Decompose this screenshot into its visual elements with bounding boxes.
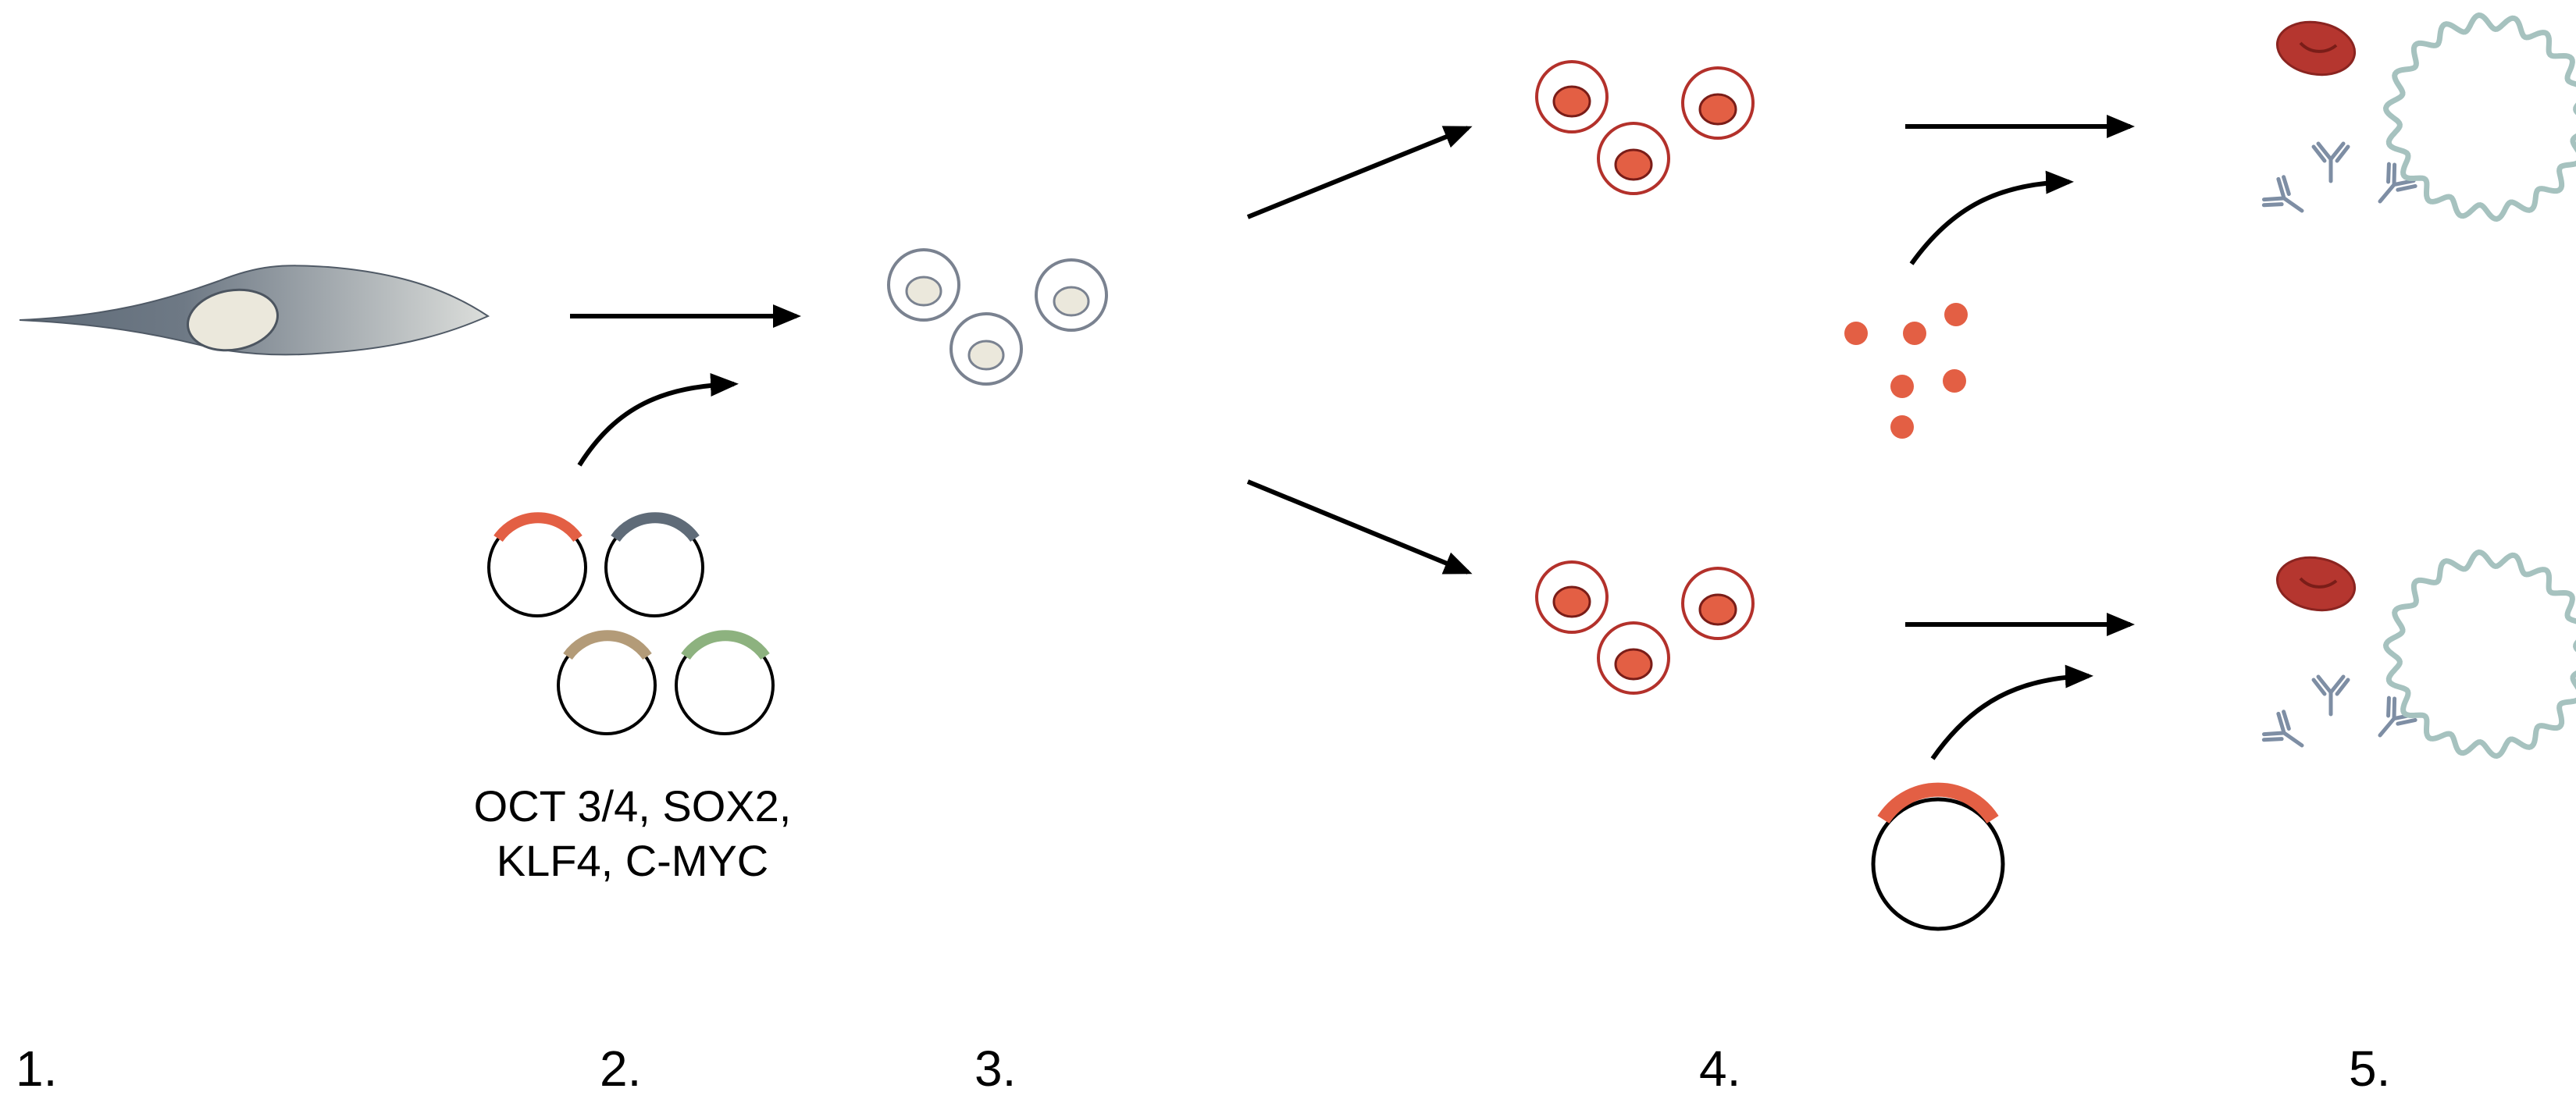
outcome-lower (2261, 549, 2576, 759)
factors-line-2: KLF4, C-MYC (496, 836, 769, 885)
differentiated-cell-icon (1597, 122, 1670, 195)
step-label-2: 2. (600, 1041, 642, 1097)
differentiated-cluster-upper (1535, 60, 1755, 195)
plasmid-icon (1871, 782, 2005, 931)
step-label-1: 1. (16, 1041, 58, 1097)
differentiated-cell-icon (1681, 66, 1755, 140)
factors-line-1: OCT 3/4, SOX2, (473, 781, 792, 831)
red-blood-cell-icon (2275, 20, 2357, 76)
small-molecule-dot-icon (1844, 303, 1968, 439)
plasmid-icon (557, 630, 657, 735)
fibroblast-cell-icon (19, 265, 490, 356)
ipsc-cluster (887, 248, 1108, 386)
antibody-icon (2261, 677, 2417, 759)
differentiated-cell-icon (1681, 567, 1755, 640)
plasmid-icon (675, 630, 775, 735)
outcome-upper (2261, 12, 2576, 226)
step-label-4: 4. (1699, 1041, 1741, 1097)
plasmid-icon (604, 512, 704, 617)
arrow-factors-input (577, 373, 739, 467)
reprogramming-factors-label: OCT 3/4, SOX2, KLF4, C-MYC (429, 779, 836, 888)
differentiated-cell-icon (1535, 560, 1609, 634)
step-label-3: 3. (974, 1041, 1017, 1097)
arrow-ipsc-to-lower (1246, 479, 1473, 575)
stem-cell-icon (950, 312, 1023, 386)
arrow-plasmid-input (1930, 664, 2093, 760)
arrow-ipsc-to-upper (1246, 126, 1473, 219)
differentiated-cell-icon (1597, 621, 1670, 695)
red-blood-cell-icon (2275, 556, 2357, 612)
plasmid-group (487, 512, 775, 735)
membrane-vesicle-icon (2382, 12, 2576, 222)
arrow-molecules-input (1909, 170, 2074, 265)
step-label-5: 5. (2349, 1041, 2391, 1097)
plasmid-icon (487, 512, 587, 617)
antibody-icon (2261, 144, 2417, 225)
membrane-vesicle-icon (2382, 549, 2576, 759)
stem-cell-icon (1035, 258, 1108, 332)
stem-cell-icon (887, 248, 960, 322)
differentiated-cell-icon (1535, 60, 1609, 133)
differentiated-cluster-lower (1535, 560, 1755, 695)
